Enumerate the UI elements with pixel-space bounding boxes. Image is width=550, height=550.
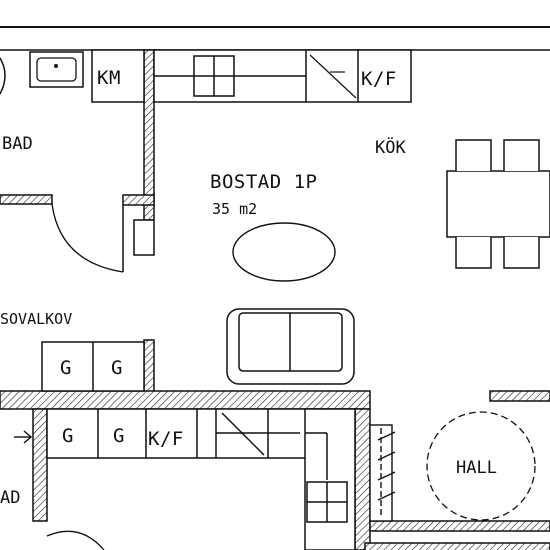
dining-table	[446, 139, 550, 269]
toilet-edge	[0, 57, 6, 95]
lower-door-swing	[46, 530, 105, 550]
hall-closet	[369, 424, 396, 522]
walls	[0, 49, 550, 550]
kitchen-counter-top	[91, 49, 412, 103]
room-label-kok: KÖK	[375, 136, 406, 158]
fixture-label-g3: G	[62, 425, 74, 447]
storage-row-lower	[46, 408, 356, 550]
bathroom-door-swing	[51, 203, 124, 273]
sofa	[226, 308, 355, 385]
room-area: 35 m2	[212, 200, 257, 218]
wardrobe-upper	[41, 341, 145, 392]
room-label-hall: HALL	[456, 458, 497, 478]
washbasin	[29, 51, 84, 88]
stove-top	[309, 54, 357, 99]
fixture-label-km: KM	[97, 67, 121, 89]
room-label-bostad: BOSTAD 1P	[210, 171, 317, 193]
wall-wardrobe-side	[143, 339, 155, 393]
wall-stub	[133, 219, 155, 256]
room-label-sovalkov: SOVALKOV	[0, 310, 72, 328]
wall-hall-left-vertical	[354, 408, 371, 550]
oval-rug	[232, 222, 336, 282]
fixture-label-g1: G	[60, 357, 72, 379]
wall-lower-left-vertical	[32, 408, 48, 522]
lower-window-grid	[306, 481, 348, 523]
fixture-label-g2: G	[111, 357, 123, 379]
hall-turning-circle	[426, 411, 536, 521]
fixture-label-kf-top: K/F	[361, 68, 397, 90]
wall-bathroom-return	[122, 194, 155, 206]
entry-arrow	[14, 430, 33, 444]
wall-hall-bottom	[369, 520, 550, 532]
wall-bathroom-bottom	[0, 194, 53, 205]
wall-bottom-right-box	[364, 542, 550, 550]
wall-hall-right	[489, 390, 550, 402]
wall-middle-horizontal	[0, 390, 371, 410]
room-label-bad-top: BAD	[2, 134, 33, 154]
fixture-label-g4: G	[113, 425, 125, 447]
fixture-label-kf-bottom: K/F	[148, 428, 184, 450]
room-label-bad-bottom: AD	[0, 488, 20, 508]
